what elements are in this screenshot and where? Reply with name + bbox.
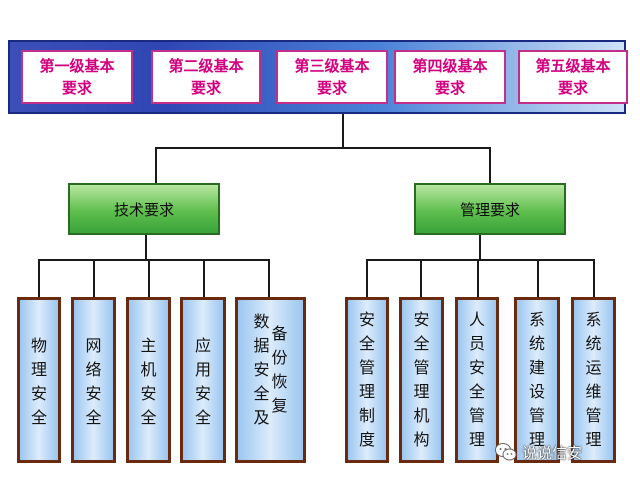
- tech-item-label: 网络安全: [85, 336, 102, 427]
- connector-tech-5: [268, 259, 270, 297]
- connector-mgmt-3: [477, 259, 479, 297]
- tech-item-network: 网络安全: [71, 297, 116, 463]
- mgmt-item-policy: 安全管理制度: [345, 297, 389, 463]
- connector-management: [489, 147, 491, 184]
- mgmt-item-label: 安全管理机构: [413, 310, 430, 449]
- mgmt-item-label: 系统运维管理: [585, 310, 602, 449]
- level-box-4: 第四级基本要求: [394, 50, 506, 104]
- level-label: 第二级基本要求: [168, 57, 244, 97]
- watermark-text: 说说信安: [522, 443, 583, 462]
- connector-mgmt-1: [366, 259, 368, 297]
- mgmt-item-label: 安全管理制度: [358, 310, 375, 449]
- tech-item-application: 应用安全: [180, 297, 226, 463]
- level-label: 第一级基本要求: [39, 57, 115, 97]
- mgmt-item-personnel: 人员安全管理: [455, 297, 499, 463]
- level-box-5: 第五级基本要求: [518, 50, 628, 104]
- mgmt-item-label: 人员安全管理: [468, 310, 485, 449]
- connector-technical: [155, 147, 157, 184]
- mgmt-item-label: 系统建设管理: [528, 310, 545, 449]
- tech-item-label: 物理安全: [30, 336, 47, 427]
- level-label: 第三级基本要求: [294, 57, 370, 97]
- mgmt-item-operation: 系统运维管理: [571, 297, 616, 463]
- level-label: 第五级基本要求: [535, 57, 611, 97]
- mgmt-item-organization: 安全管理机构: [399, 297, 444, 463]
- connector-management-bar: [366, 259, 595, 261]
- watermark: 说说信安: [495, 440, 582, 464]
- tech-item-host: 主机安全: [126, 297, 171, 463]
- category-management-label: 管理要求: [459, 200, 520, 219]
- connector-tech-2: [93, 259, 95, 297]
- connector-mgmt-5: [593, 259, 595, 297]
- tech-item-label: 主机安全: [140, 336, 157, 427]
- wechat-icon: [495, 443, 517, 461]
- category-management: 管理要求: [414, 183, 566, 235]
- tech-item-label: 数据安全及备份恢复: [253, 312, 288, 427]
- connector-mgmt-4: [537, 259, 539, 297]
- connector-management-down: [479, 235, 481, 260]
- tech-item-data-backup: 数据安全及备份恢复: [235, 297, 306, 463]
- connector-technical-down: [145, 235, 147, 260]
- connector-tech-3: [148, 259, 150, 297]
- connector-mgmt-2: [420, 259, 422, 297]
- level-box-2: 第二级基本要求: [151, 50, 261, 104]
- level-box-3: 第三级基本要求: [276, 50, 388, 104]
- connector-split: [155, 147, 491, 149]
- connector-trunk: [342, 114, 344, 148]
- level-label: 第四级基本要求: [412, 57, 488, 97]
- connector-tech-1: [38, 259, 40, 297]
- category-technical-label: 技术要求: [113, 200, 174, 219]
- category-technical: 技术要求: [68, 183, 220, 235]
- connector-technical-bar: [38, 259, 270, 261]
- tech-item-label: 应用安全: [194, 336, 211, 427]
- level-box-1: 第一级基本要求: [21, 50, 133, 104]
- connector-tech-4: [203, 259, 205, 297]
- tech-item-physical: 物理安全: [17, 297, 61, 463]
- mgmt-item-construction: 系统建设管理: [514, 297, 560, 463]
